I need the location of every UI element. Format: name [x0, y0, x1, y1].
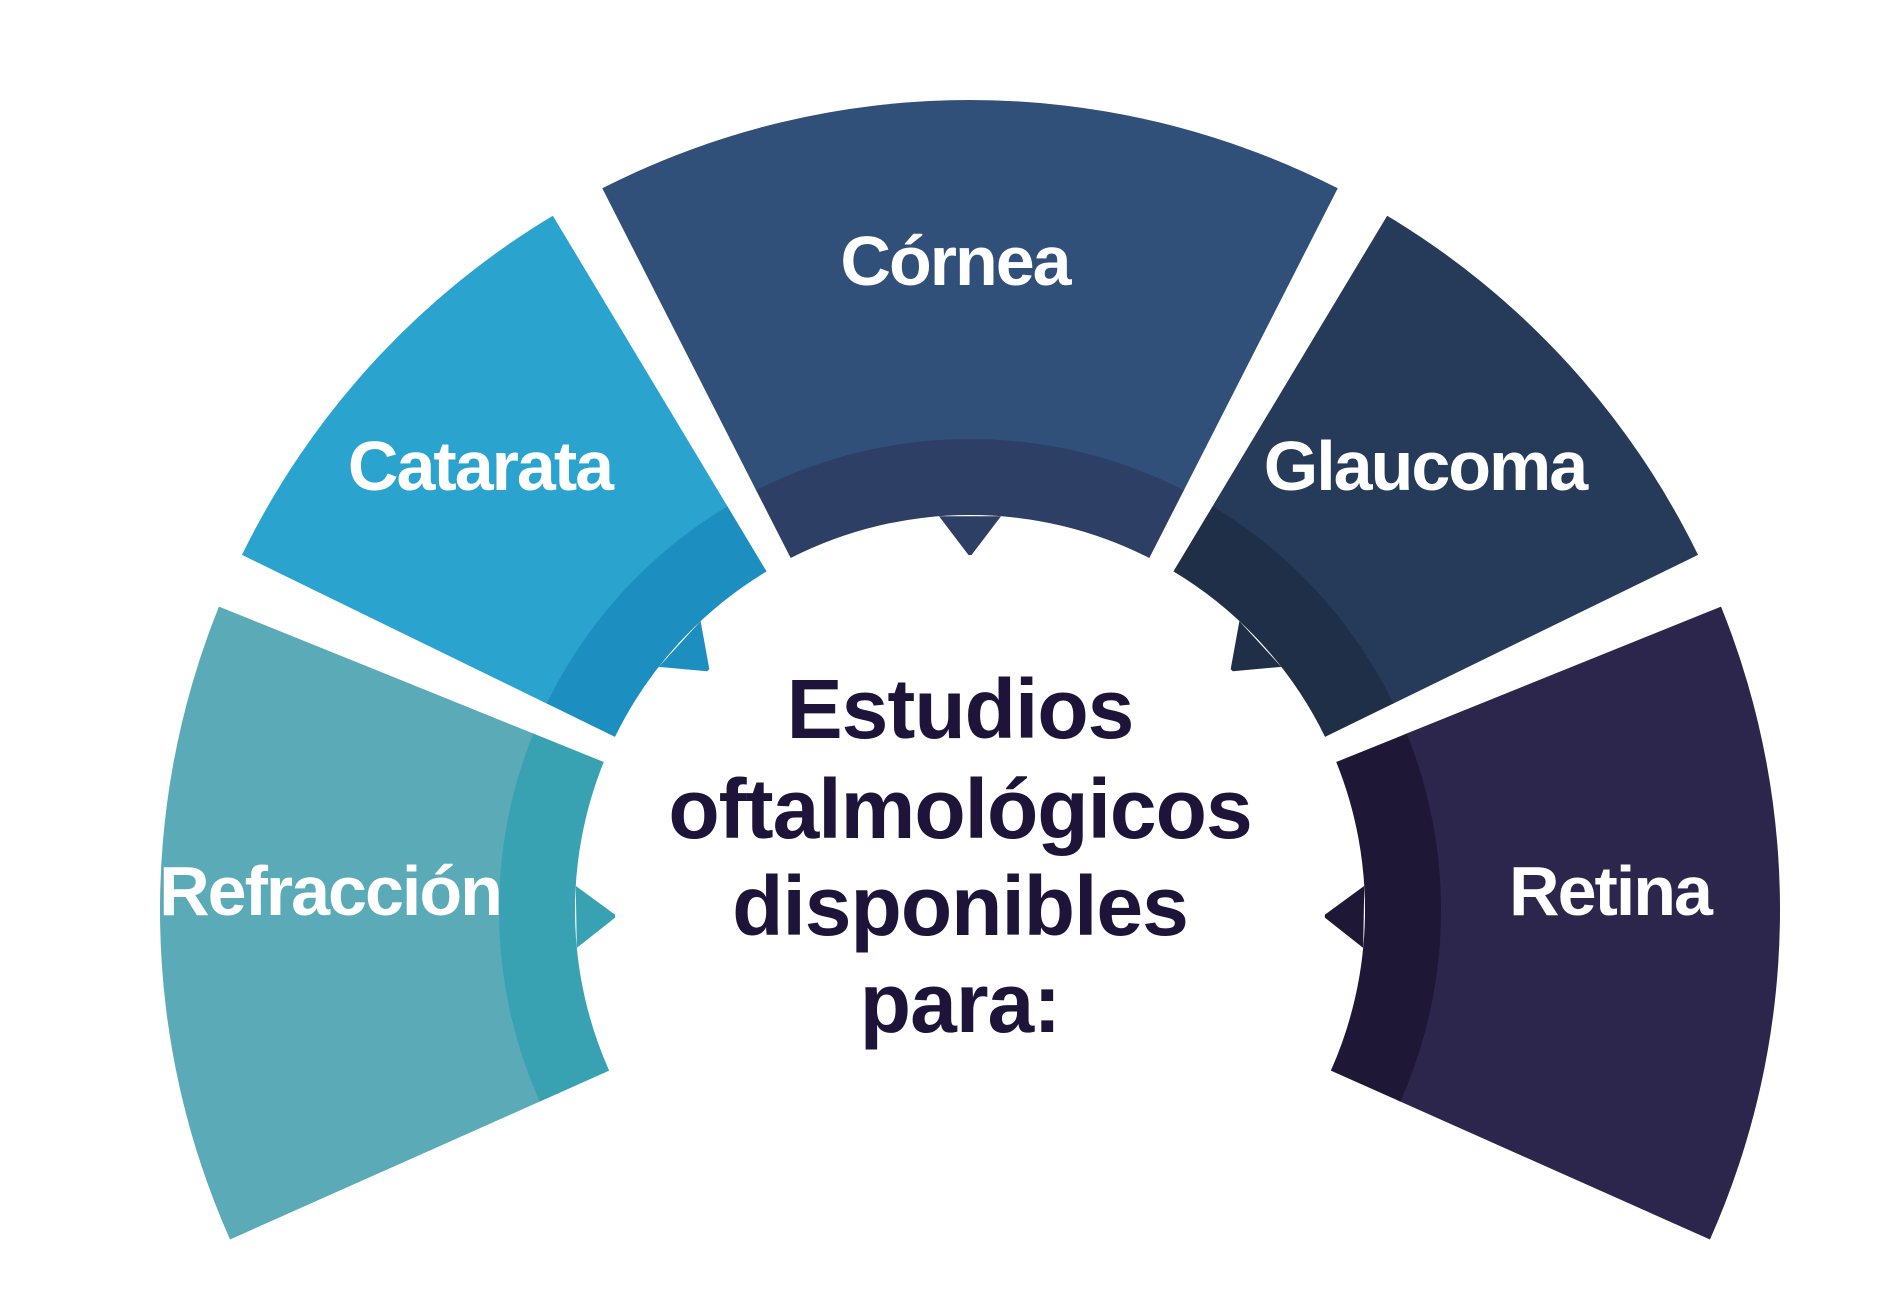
segment-label-refraccion: Refracción	[159, 852, 501, 930]
pointer-arrow-cornea	[939, 516, 1001, 557]
segment-label-glaucoma: Glaucoma	[1264, 427, 1590, 505]
segment-retina	[1399, 606, 1780, 1240]
center-title-line-1: Estudios	[787, 662, 1134, 756]
center-title-line-2: oftalmológicos	[668, 762, 1251, 856]
pointer-arrow-retina	[1322, 885, 1365, 948]
ring-segments	[160, 99, 1780, 1265]
segment-inner-band-refraccion	[498, 733, 610, 1102]
segment-cornea	[602, 99, 1338, 492]
segment-glaucoma	[1212, 215, 1699, 704]
segment-label-retina: Retina	[1509, 852, 1714, 930]
center-disc	[615, 555, 1325, 1265]
pointer-arrow-glaucoma	[1230, 621, 1282, 672]
center-title-line-3: disponibles	[732, 859, 1188, 953]
center-title-line-4: para:	[860, 956, 1060, 1050]
center-title: Estudios oftalmológicos disponibles para…	[668, 662, 1252, 1050]
pointer-arrow-catarata	[658, 621, 710, 672]
segment-inner-band-catarata	[546, 506, 767, 737]
segment-labels: Refracción Catarata Córnea Glaucoma Reti…	[159, 222, 1716, 930]
pointer-arrow-refraccion	[575, 885, 618, 948]
segment-catarata	[241, 215, 728, 704]
segment-label-cornea: Córnea	[840, 222, 1072, 300]
segment-inner-band-retina	[1330, 733, 1442, 1102]
segment-refraccion	[160, 606, 541, 1240]
segment-inner-band-cornea	[756, 439, 1184, 559]
segment-label-catarata: Catarata	[348, 427, 615, 505]
segment-inner-band-glaucoma	[1173, 506, 1394, 737]
